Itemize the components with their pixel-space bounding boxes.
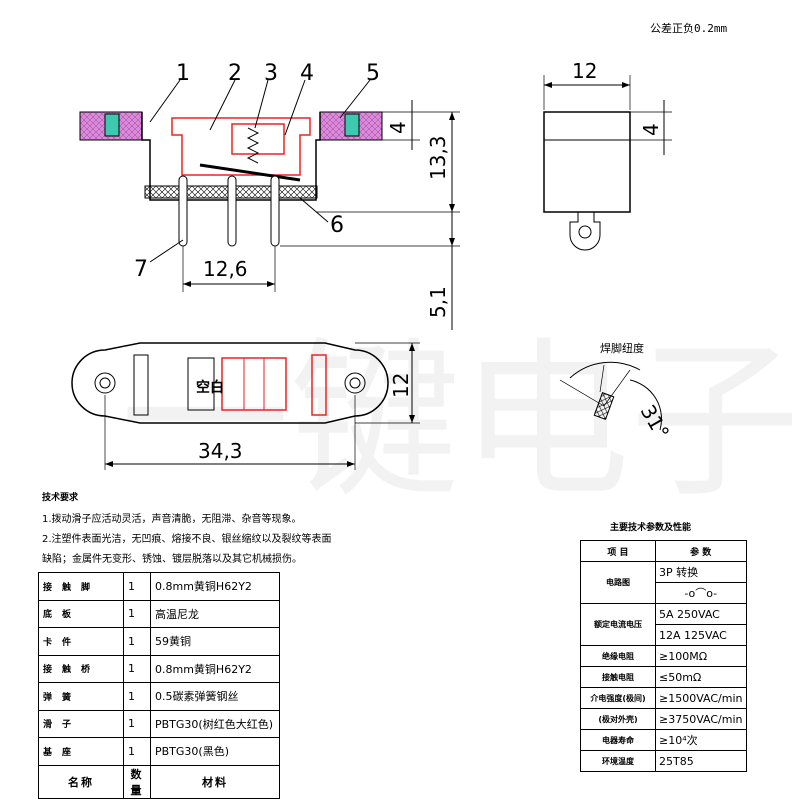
callout-3: 3 [264,61,278,86]
spec-key: 环境温度 [580,750,656,772]
bom-name: 底板 [38,599,124,628]
dim-side-top-height: 4 [639,123,663,136]
spec-key: (极对外壳) [580,708,656,730]
spec-key: 电器寿命 [580,729,656,751]
spec-value: ≤50mΩ [655,666,747,688]
bom-material: 0.5碳素弹簧钢丝 [150,682,280,711]
callout-7: 7 [134,257,148,282]
spec-key: 接触电阻 [580,666,656,688]
bom-material: 高温尼龙 [150,599,280,628]
bom-header-name: 名称 [38,764,124,799]
bom-material: PBTG30(树红色大红色) [150,709,280,738]
bom-material: 0.8mm黄铜H62Y2 [150,654,280,683]
bom-name: 卡件 [38,627,124,656]
slider-label: 空白 [196,379,224,396]
table-row: 接触电阻≤50mΩ [580,666,747,688]
spec-value: ≥100MΩ [655,645,747,667]
dim-top-height: 12 [389,373,413,398]
spec-value: ≥10⁴次 [655,729,747,751]
solder-label: 焊脚纽度 [600,341,644,355]
spec-header-row: 项 目参 数 [580,540,747,562]
bom-qty: 1 [123,572,151,601]
callout-4: 4 [300,61,314,86]
tolerance-note: 公差正负0.2mm [650,22,728,35]
spec-value: 5A 250VAC [655,603,747,625]
spec-title: 主要技术参数及性能 [610,523,692,533]
bom-material: 0.8mm黄铜H62Y2 [150,572,280,601]
table-row: 介电强度(极间)≥1500VAC/min [580,687,747,709]
spec-key: 介电强度(极间) [580,687,656,709]
bom-material: PBTG30(黑色) [150,737,280,766]
spec-key: 额定电流电压 [580,603,656,646]
spec-value: 3P 转换 [655,561,747,583]
bom-name: 接触脚 [38,572,124,601]
bom-qty: 1 [123,627,151,656]
solder-angle-detail [559,361,663,431]
table-row: 电器寿命≥10⁴次 [580,729,747,751]
front-section-view [79,79,460,330]
bom-name: 接触桥 [38,654,124,683]
bom-qty: 1 [123,737,151,766]
table-row: -o⌒o- [581,582,747,604]
spec-header-item: 项 目 [580,540,656,562]
bom-header-row: 名称数量材料 [38,764,280,799]
table-row: (极对外壳)≥3750VAC/min [580,708,747,730]
dim-main-top-height: 4 [386,121,410,134]
bom-header-qty: 数量 [123,764,151,799]
callout-6: 6 [330,213,344,238]
spec-value: -o⌒o- [655,582,747,604]
bom-name: 滑子 [38,709,124,738]
bom-header-material: 材料 [150,764,280,799]
side-view [543,75,672,251]
bom-material: 59黄铜 [150,627,280,656]
callout-5: 5 [366,61,380,86]
top-view [71,342,420,470]
tech-requirements-title: 技术要求 [42,493,79,503]
bom-qty: 1 [123,654,151,683]
bom-name: 弹簧 [38,682,124,711]
spec-value: 25T85 [655,750,747,772]
spec-header-param: 参 数 [655,540,747,562]
callout-2: 2 [228,61,242,86]
dim-pin-length: 5,1 [426,286,450,318]
bom-name: 基座 [38,737,124,766]
table-row: 绝缘电阻≥100MΩ [580,645,747,667]
tech-requirement-1: 1.拨动滑子应活动灵活，声音清脆，无阻滞、杂音等现象。 [42,514,302,525]
callout-1: 1 [176,61,190,86]
spec-value: ≥1500VAC/min [655,687,747,709]
watermark: 一键电子 [120,323,800,521]
dim-side-width: 12 [572,59,597,83]
spec-key: 绝缘电阻 [580,645,656,667]
bom-qty: 1 [123,682,151,711]
spec-value: ≥3750VAC/min [655,708,747,730]
dim-pin-pitch: 12,6 [203,257,248,281]
spec-value: 12A 125VAC [655,624,747,646]
dim-mount-span: 34,3 [198,439,243,463]
dim-total-height: 13,3 [426,135,450,180]
tech-requirement-2: 2.注塑件表面光洁，无凹痕、熔接不良、银丝缩纹以及裂纹等表面缺陷；金属件无变形、… [42,534,332,565]
bom-qty: 1 [123,599,151,628]
spec-key: 电路图 [580,561,656,604]
bom-qty: 1 [123,709,151,738]
